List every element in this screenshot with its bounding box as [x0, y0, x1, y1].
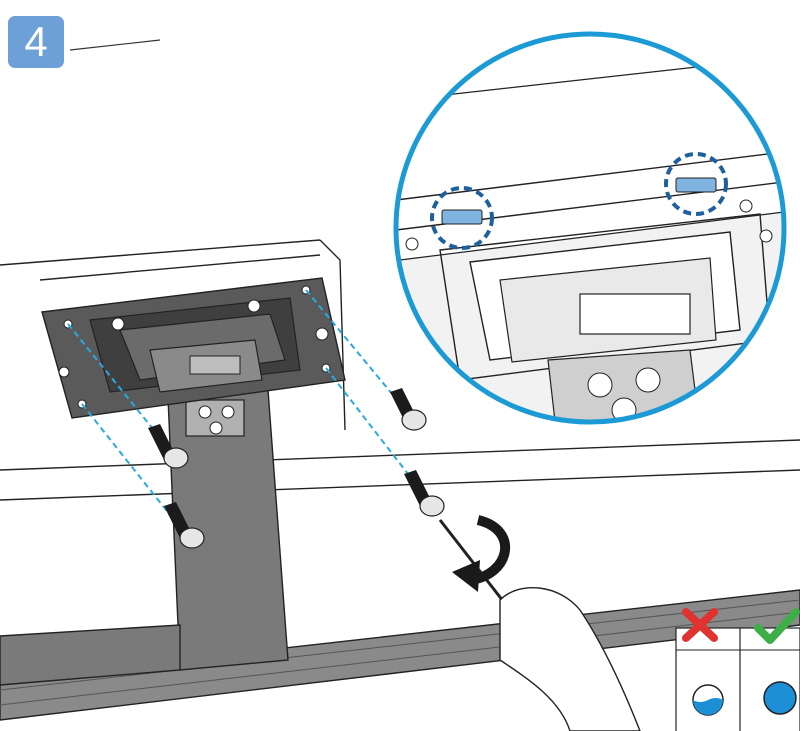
- zoom-ring: [393, 31, 787, 425]
- mounting-bracket: [41, 277, 346, 419]
- screw-icon: [404, 470, 445, 517]
- dashed-highlight: [430, 186, 494, 250]
- zoom-detail: [393, 31, 787, 425]
- level-check-panel: [675, 608, 800, 731]
- step-number-badge: 4: [8, 16, 64, 68]
- screw-icon: [164, 502, 205, 549]
- dashed-highlight: [664, 152, 728, 216]
- stand-neck: [0, 389, 289, 686]
- screw-icon: [390, 388, 427, 431]
- highlight-tab: [675, 177, 717, 193]
- screw-icon: [148, 424, 189, 469]
- check-icon: [754, 608, 800, 644]
- highlight-tab: [441, 209, 483, 225]
- hand: [499, 587, 641, 731]
- cross-icon: [682, 608, 718, 642]
- incorrect-level-indicator: [692, 684, 724, 716]
- correct-level-indicator: [763, 681, 797, 715]
- rotate-arrow-icon: [452, 515, 511, 592]
- header-rule: [69, 39, 161, 51]
